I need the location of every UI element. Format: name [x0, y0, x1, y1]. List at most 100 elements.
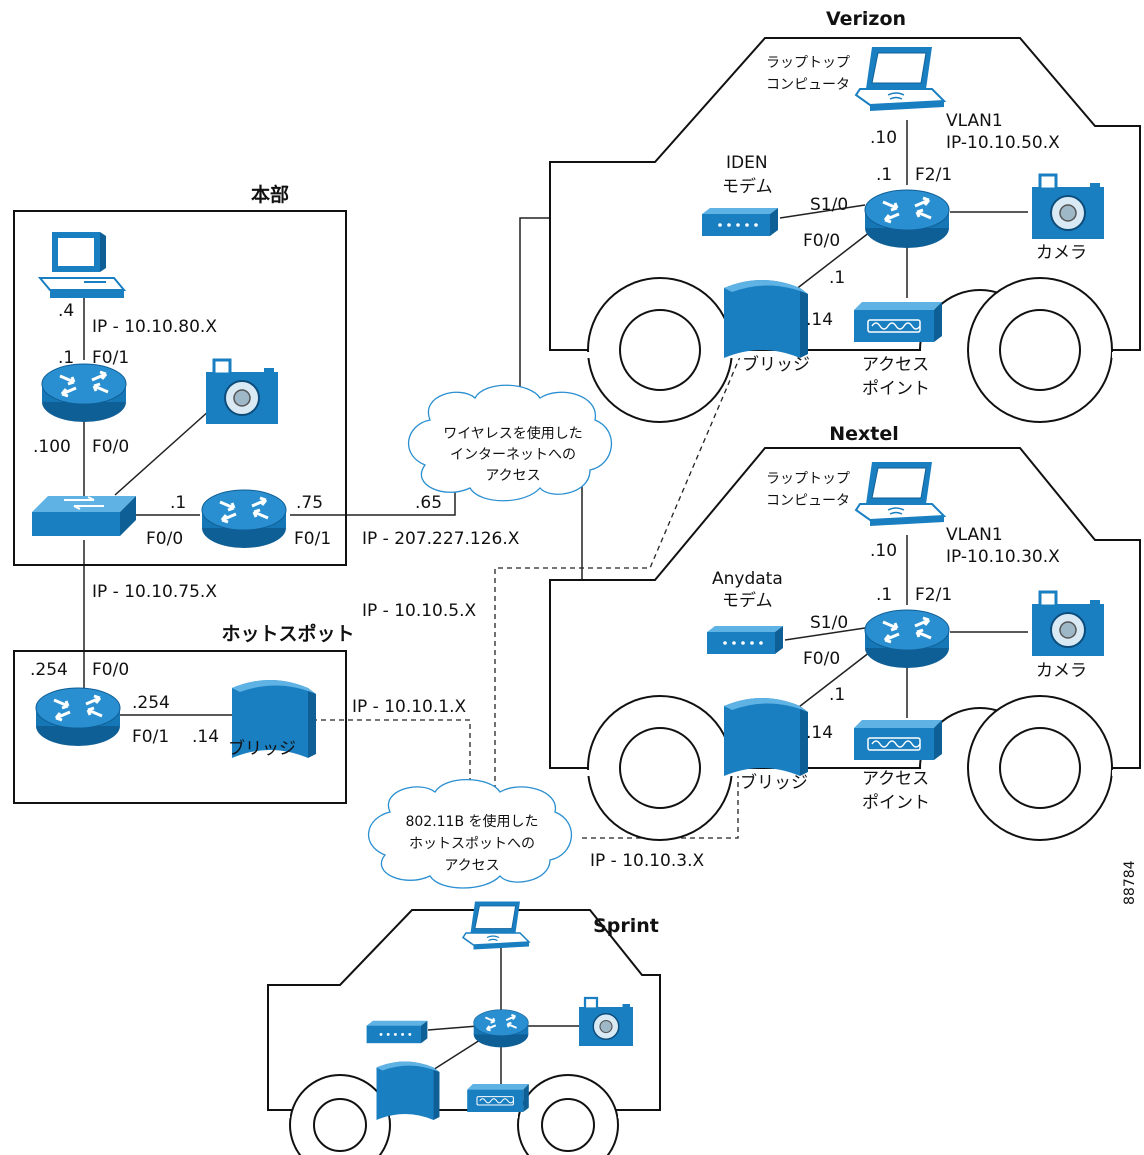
nextel-bridge-label: ブリッジ — [740, 772, 808, 793]
nextel-router-addr: .1 — [876, 585, 892, 605]
modem-icon — [702, 208, 778, 236]
verizon-camera-label: カメラ — [1036, 243, 1087, 263]
modem-icon — [366, 1020, 428, 1044]
router-icon — [40, 362, 128, 424]
verizon-router-addr: .1 — [876, 165, 892, 185]
hq-pc-addr: .4 — [58, 301, 74, 321]
verizon-laptop-addr: .10 — [870, 128, 897, 148]
nextel-camera-label: カメラ — [1036, 661, 1087, 681]
nextel-port-s10: S1/0 — [810, 613, 848, 633]
nextel-link-modem — [784, 627, 866, 641]
nextel-bridge-addr: .14 — [806, 723, 833, 743]
access-point-icon — [466, 1083, 530, 1113]
bridge-icon — [376, 1061, 440, 1120]
verizon-link-bridge — [794, 231, 871, 291]
verizon-ap-label-2: ポイント — [862, 379, 930, 399]
hotspot-uplink-ip: IP - 10.10.75.X — [92, 582, 217, 602]
nextel-link-bridge — [794, 651, 871, 711]
verizon-wheel-rear-hub — [619, 309, 701, 391]
sprint-wheel-rear-hub — [313, 1098, 367, 1152]
hotspot-title: ホットスポット — [221, 622, 354, 645]
verizon-title: Verizon — [826, 8, 906, 30]
verizon-ap-label-1: アクセス — [862, 355, 929, 375]
bridge-icon — [724, 280, 808, 358]
verizon-modem-label-1: IDEN — [726, 153, 768, 173]
pc-icon — [39, 231, 125, 299]
nextel-vlan-ip: IP-10.10.30.X — [946, 547, 1060, 567]
hotspot-ip-1: IP - 10.10.1.X — [352, 697, 466, 717]
hotspot-cloud-line-3: アクセス — [444, 858, 499, 874]
nextel-wheel-front-hub — [999, 727, 1081, 809]
verizon-laptop-label-2: コンピュータ — [766, 77, 850, 93]
hq-router2-port-left: F0/0 — [146, 529, 183, 549]
hq-frame — [13, 210, 347, 566]
nextel-modem-label-1: Anydata — [712, 569, 783, 589]
verizon-wheel-front-hub — [999, 309, 1081, 391]
nextel-laptop-label-2: コンピュータ — [766, 493, 850, 509]
link-hotspot-bridge-cloud — [312, 719, 471, 790]
hq-router2-addr-right: .75 — [296, 493, 323, 513]
wan-cloud-addr: .65 — [415, 493, 442, 513]
hq-lan-ip: IP - 10.10.80.X — [92, 317, 217, 337]
hotspot-cloud — [367, 778, 572, 889]
link-switch-camera — [114, 409, 211, 496]
sprint-title: Sprint — [593, 915, 659, 937]
router-icon — [34, 686, 122, 748]
router-icon — [863, 188, 951, 250]
hq-router1-addr-bottom: .100 — [33, 437, 71, 457]
hq-title: 本部 — [251, 183, 289, 206]
hotspot-bridge-label: ブリッジ — [228, 738, 296, 759]
link-verizon-bridge-cloud — [494, 344, 746, 790]
sprint-wheel-front-hub — [541, 1098, 595, 1152]
switch-icon — [31, 495, 137, 537]
verizon-link-modem — [779, 204, 866, 219]
internet-cloud — [408, 384, 612, 502]
nextel-port-f21: F2/1 — [915, 585, 952, 605]
nextel-laptop-addr: .10 — [870, 541, 897, 561]
internet-cloud-line-1: ワイヤレスを使用した — [443, 425, 583, 442]
figure-id: 88784 — [1122, 860, 1138, 905]
router-icon — [200, 488, 288, 550]
verizon-port-f21: F2/1 — [915, 165, 952, 185]
hotspot-cloud-line-2: ホットスポットへの — [409, 836, 535, 852]
sprint-link-modem — [427, 1025, 479, 1031]
verizon-bridge-router-addr: .1 — [829, 268, 845, 288]
hq-router1-port-top: F0/1 — [92, 348, 129, 368]
router-icon — [472, 1008, 530, 1049]
link-nextel-bridge-cloud — [582, 762, 739, 839]
hotspot-frame — [13, 650, 347, 804]
nextel-ap-label-1: アクセス — [862, 769, 929, 789]
wan-ip: IP - 207.227.126.X — [362, 529, 520, 549]
hotspot-cloud-line-1: 802.11B を使用した — [405, 813, 538, 830]
nextel-wheel-rear-hub — [619, 727, 701, 809]
verizon-vlan-ip: IP-10.10.50.X — [946, 133, 1060, 153]
verizon-laptop-label-1: ラップトップ — [766, 55, 850, 71]
nextel-port-f00: F0/0 — [803, 649, 840, 669]
hotspot-router-port-top: F0/0 — [92, 660, 129, 680]
hotspot-bridge-addr: .14 — [192, 727, 219, 747]
internet-cloud-line-2: インターネットへの — [450, 447, 576, 463]
nextel-bridge-router-addr: .1 — [829, 685, 845, 705]
hq-router1-addr: .1 — [58, 348, 74, 368]
verizon-port-f00: F0/0 — [803, 231, 840, 251]
router-icon — [863, 608, 951, 670]
access-point-icon — [853, 301, 943, 343]
verizon-bridge-addr: .14 — [806, 310, 833, 330]
nextel-laptop-label-1: ラップトップ — [766, 471, 850, 487]
hotspot-router-port-right: F0/1 — [132, 727, 169, 747]
hq-router1-port-bottom: F0/0 — [92, 437, 129, 457]
nextel-ap-label-2: ポイント — [862, 793, 930, 813]
hotspot-router-addr-right: .254 — [132, 693, 170, 713]
nextel-title: Nextel — [829, 423, 899, 445]
verizon-modem-label-2: モデム — [722, 176, 773, 197]
hq-router2-port-right: F0/1 — [294, 529, 331, 549]
access-point-icon — [853, 719, 943, 761]
modem-icon — [707, 626, 783, 654]
hotspot-router-addr-top: .254 — [30, 660, 68, 680]
hq-router2-addr-left: .1 — [170, 493, 186, 513]
verizon-bridge-label: ブリッジ — [742, 354, 810, 375]
verizon-port-s10: S1/0 — [810, 195, 848, 215]
camera-icon — [204, 358, 280, 426]
verizon-vlan-label: VLAN1 — [946, 111, 1003, 131]
